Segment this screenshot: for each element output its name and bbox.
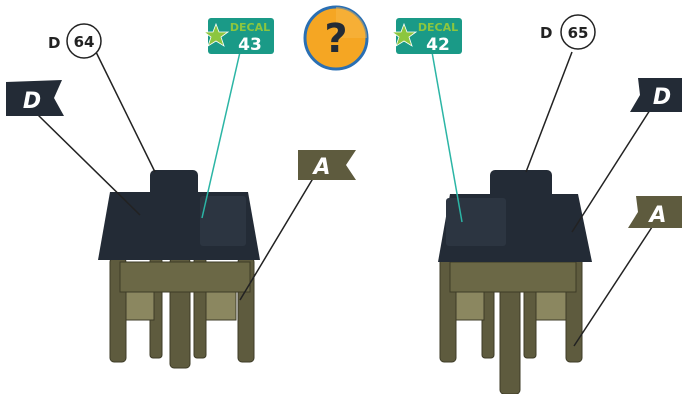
left-flag-d-letter: D: [23, 89, 41, 114]
right-decal-word: DECAL: [418, 21, 458, 34]
left-flag-a: A: [298, 150, 356, 180]
left-dark-body: [98, 170, 260, 260]
right-flag-a-letter: A: [647, 203, 666, 228]
flag-shape: [628, 196, 682, 228]
left-part-prefix: D: [48, 34, 60, 52]
right-part-d65-callout: D 65: [540, 14, 596, 50]
right-decal-leader: [431, 51, 463, 223]
right-flag-a: A: [628, 196, 682, 228]
left-decal-word: DECAL: [230, 21, 270, 34]
right-decal-number: 42: [426, 35, 450, 55]
star-icon: [202, 22, 230, 47]
star-icon: [390, 22, 418, 47]
left-part-d64-callout: D 64: [48, 23, 102, 59]
right-d65-leader: [525, 51, 573, 173]
left-decal-leader: [201, 51, 241, 219]
right-flag-a-leader: [573, 223, 655, 347]
right-part-number: 65: [568, 24, 589, 42]
flag-shape: [6, 80, 64, 116]
left-part-circle: [66, 23, 102, 59]
right-flag-d-letter: D: [653, 85, 671, 110]
left-part-number: 64: [74, 33, 95, 51]
left-flag-a-leader: [239, 169, 319, 301]
left-model: D 64 DECAL 43 D A: [6, 18, 356, 369]
right-flag-d: D: [630, 78, 682, 112]
question-badge: ?: [303, 5, 369, 71]
left-olive-stand: [109, 257, 255, 369]
flag-shape: [630, 78, 682, 112]
right-flag-d-leader: [571, 109, 651, 233]
left-flag-d: D: [6, 80, 64, 116]
right-part-prefix: D: [540, 24, 552, 42]
right-decal-badge: DECAL 42: [390, 18, 462, 55]
right-part-circle: [560, 14, 596, 50]
left-flag-a-letter: A: [311, 155, 330, 180]
left-flag-d-leader: [37, 114, 141, 216]
right-model: DECAL 42 D 65 D A: [390, 14, 682, 394]
left-decal-badge: DECAL 43: [202, 18, 274, 55]
left-d64-leader: [95, 51, 156, 173]
right-dark-body: [438, 170, 592, 262]
left-decal-number: 43: [238, 35, 262, 55]
flag-shape: [298, 150, 356, 180]
question-icon: ?: [324, 16, 347, 62]
right-olive-stand: [439, 257, 583, 394]
